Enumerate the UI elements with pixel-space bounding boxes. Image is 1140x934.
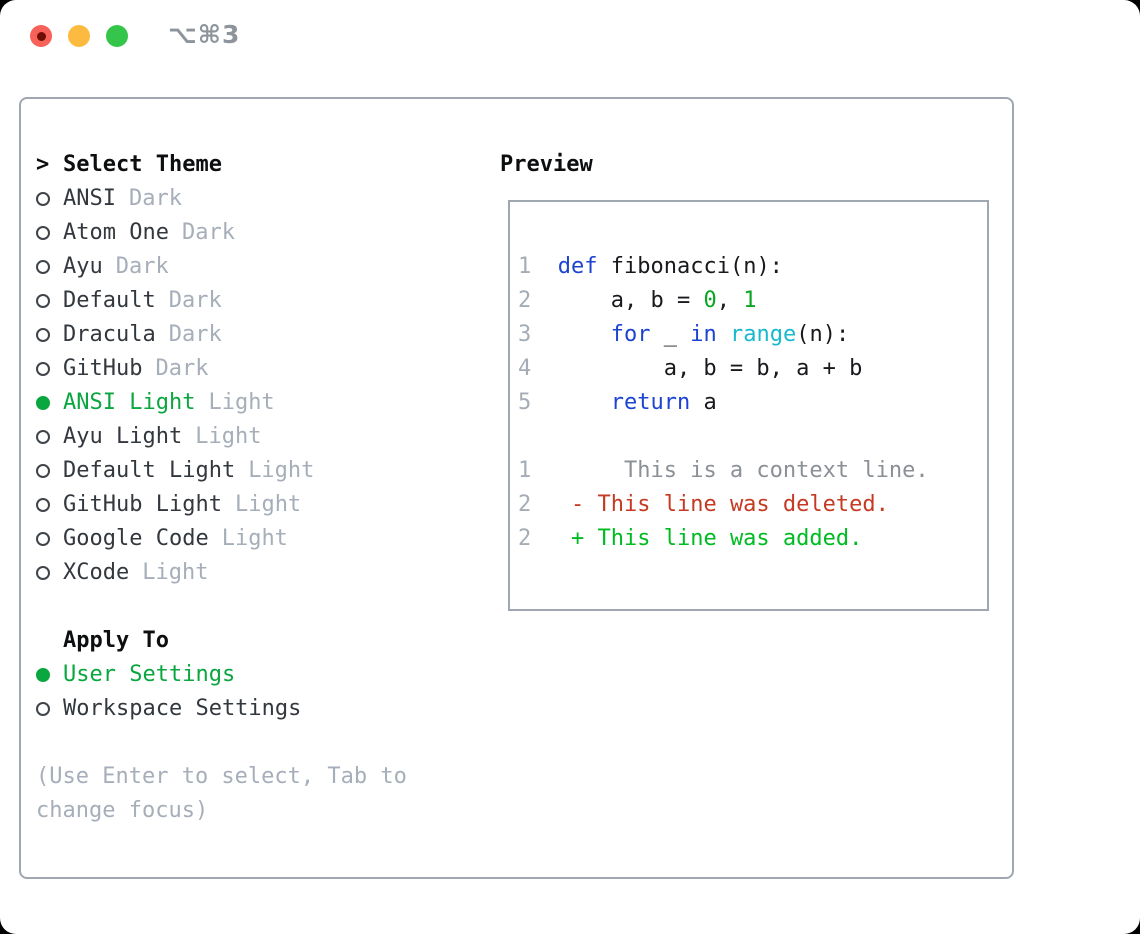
theme-option-dracula-dark[interactable]: Dracula Dark	[36, 318, 407, 352]
code-line: 1 def fibonacci(n):	[518, 254, 783, 279]
theme-option-default-dark[interactable]: Default Dark	[36, 284, 407, 318]
radio-circle-icon	[36, 216, 63, 250]
theme-variant-tag: Light	[221, 526, 288, 551]
theme-option-default-light[interactable]: Default Light Light	[36, 454, 407, 488]
code-line: 3 for _ in range(n):	[518, 322, 850, 347]
theme-variant-tag: Light	[248, 458, 315, 483]
theme-variant-tag: Dark	[168, 322, 222, 347]
theme-variant-tag: Dark	[128, 186, 182, 211]
code-line: 4 a, b = b, a + b	[518, 356, 863, 381]
radio-circle-icon	[36, 692, 63, 726]
theme-name: Dracula	[63, 322, 156, 347]
spacer	[36, 726, 407, 760]
radio-circle-icon	[36, 250, 63, 284]
theme-option-github-light[interactable]: GitHub Light Light	[36, 488, 407, 522]
theme-option-atom-one-dark[interactable]: Atom One Dark	[36, 216, 407, 250]
preview-header: Preview	[500, 152, 593, 177]
close-dot-icon	[36, 31, 46, 41]
theme-variant-tag: Dark	[168, 288, 222, 313]
select-theme-header: > Select Theme	[36, 148, 407, 182]
radio-circle-icon	[36, 420, 63, 454]
apply-option-user-settings[interactable]: User Settings	[36, 658, 407, 692]
radio-selected-icon	[36, 658, 63, 692]
radio-circle-icon	[36, 488, 63, 522]
radio-circle-icon	[36, 556, 63, 590]
code-sample: 1 def fibonacci(n): 2 a, b = 0, 1 3 for …	[510, 202, 987, 556]
theme-option-ansi-light[interactable]: ANSI Light Light	[36, 386, 407, 420]
theme-variant-tag: Light	[195, 424, 262, 449]
code-preview-box: 1 def fibonacci(n): 2 a, b = 0, 1 3 for …	[508, 200, 989, 611]
theme-name: Default Light	[63, 458, 236, 483]
spacer	[36, 590, 407, 624]
hint-text-line: change focus)	[36, 798, 209, 823]
theme-name: Google Code	[63, 526, 209, 551]
radio-circle-icon	[36, 522, 63, 556]
close-button[interactable]	[30, 25, 52, 47]
window-shortcut-label: ⌥⌘3	[168, 20, 241, 49]
radio-circle-icon	[36, 352, 63, 386]
code-line: 2 a, b = 0, 1	[518, 288, 757, 313]
radio-circle-icon	[36, 318, 63, 352]
theme-variant-tag: Light	[142, 560, 209, 585]
code-line-blank	[518, 420, 987, 454]
radio-circle-icon	[36, 284, 63, 318]
theme-variant-tag: Light	[208, 390, 275, 415]
theme-name: GitHub Light	[63, 492, 222, 517]
theme-option-xcode-light[interactable]: XCode Light	[36, 556, 407, 590]
theme-name: Ayu Light	[63, 424, 183, 449]
theme-name: ANSI Light	[63, 390, 196, 415]
theme-option-google-code-light[interactable]: Google Code Light	[36, 522, 407, 556]
apply-to-title: Apply To	[63, 628, 169, 653]
theme-name: XCode	[63, 560, 130, 585]
diff-added-line: 2 + This line was added.	[518, 526, 863, 551]
apply-to-header: Apply To	[36, 624, 407, 658]
theme-name: GitHub	[63, 356, 143, 381]
radio-circle-icon	[36, 454, 63, 488]
zoom-button[interactable]	[106, 25, 128, 47]
diff-context-line: 1 This is a context line.	[518, 458, 929, 483]
theme-option-ansi-dark[interactable]: ANSI Dark	[36, 182, 407, 216]
title-bar: ⌥⌘3	[0, 0, 1140, 72]
apply-option-label: Workspace Settings	[63, 696, 302, 721]
apply-option-label: User Settings	[63, 662, 236, 687]
radio-selected-icon	[36, 386, 63, 420]
theme-name: ANSI	[63, 186, 116, 211]
hint-text-line: (Use Enter to select, Tab to	[36, 764, 407, 789]
diff-deleted-line: 2 - This line was deleted.	[518, 492, 889, 517]
theme-variant-tag: Dark	[181, 220, 235, 245]
code-line: 5 return a	[518, 390, 717, 415]
theme-variant-tag: Dark	[155, 356, 209, 381]
radio-circle-icon	[36, 182, 63, 216]
theme-variant-tag: Light	[234, 492, 302, 517]
apply-option-workspace-settings[interactable]: Workspace Settings	[36, 692, 407, 726]
theme-variant-tag: Dark	[115, 254, 169, 279]
theme-option-ayu-light[interactable]: Ayu Light Light	[36, 420, 407, 454]
minimize-button[interactable]	[68, 25, 90, 47]
select-theme-title: Select Theme	[63, 152, 222, 177]
theme-name: Ayu	[63, 254, 103, 279]
theme-name: Default	[63, 288, 156, 313]
theme-name: Atom One	[63, 220, 169, 245]
theme-option-github-dark[interactable]: GitHub Dark	[36, 352, 407, 386]
theme-option-ayu-dark[interactable]: Ayu Dark	[36, 250, 407, 284]
prompt-icon: >	[36, 152, 50, 177]
